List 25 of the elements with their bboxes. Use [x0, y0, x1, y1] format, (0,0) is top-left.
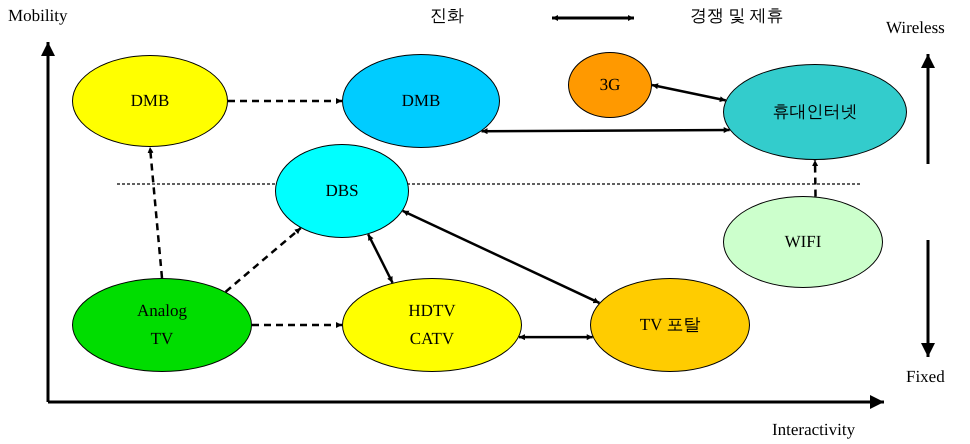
axis-label: 진화 [430, 6, 464, 26]
dashed-arrow [148, 146, 164, 278]
double-arrow [367, 234, 394, 284]
node-label: TV 포탈 [640, 314, 700, 336]
double-arrow [402, 210, 600, 304]
axis-label: Wireless [886, 18, 945, 38]
node-label: HDTV CATV [407, 300, 457, 350]
node-label: DMB [402, 90, 440, 112]
axis-label: Interactivity [772, 420, 856, 440]
dashed-arrow [224, 227, 302, 293]
axis-label: Mobility [8, 6, 68, 26]
dashed-arrow [812, 160, 818, 197]
axis-label: 경쟁 및 제휴 [690, 6, 784, 26]
node-label: 3G [600, 74, 620, 96]
node-label: DBS [325, 180, 359, 202]
axis-label: Fixed [906, 367, 945, 387]
node-label: Analog TV [136, 300, 188, 350]
node-label: WIFI [784, 231, 822, 253]
double-arrow [652, 83, 726, 102]
double-arrow [518, 334, 593, 340]
dashed-arrow [252, 322, 342, 328]
dashed-arrow [228, 98, 342, 104]
node-label: 휴대인터넷 [772, 101, 858, 123]
double-arrow [482, 127, 730, 134]
node-label: DMB [130, 90, 170, 112]
